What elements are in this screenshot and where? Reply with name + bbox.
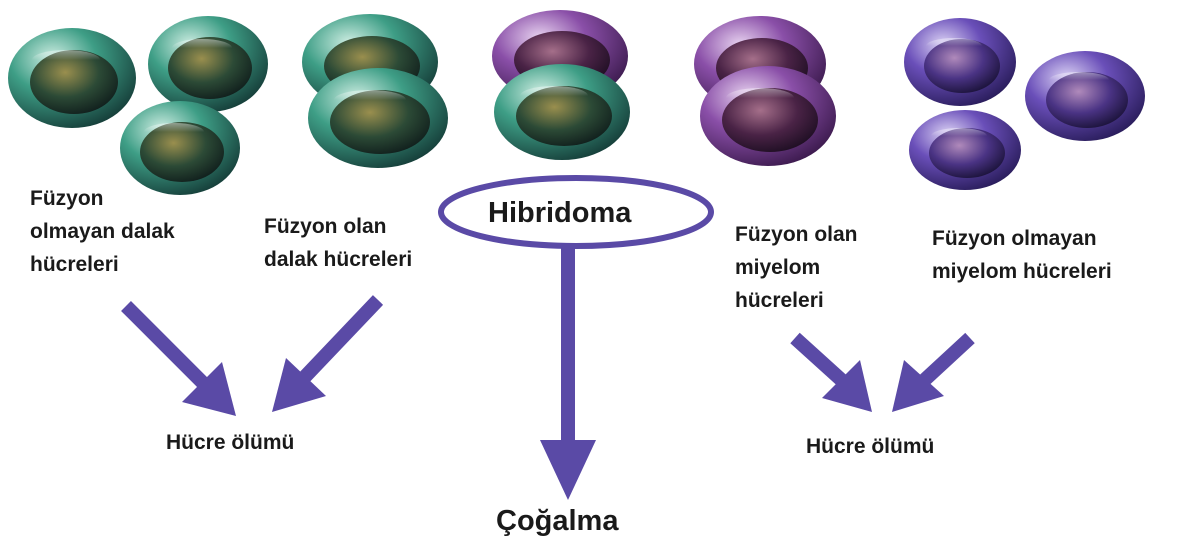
label-cell-death-right: Hücre ölümü (806, 430, 934, 463)
arrow-right-1 (795, 338, 872, 412)
arrow-left-1 (126, 306, 236, 416)
label-line: Füzyon (30, 182, 175, 215)
label-fused-spleen: Füzyon olan dalak hücreleri (264, 210, 412, 276)
label-line: olmayan dalak (30, 215, 175, 248)
unfused-myeloma-cells (904, 18, 1145, 190)
fused-myeloma-cells (694, 16, 836, 166)
arrow-center-down (540, 246, 596, 500)
label-fused-myeloma: Füzyon olan miyelom hücreleri (735, 218, 858, 317)
label-line: miyelom hücreleri (932, 255, 1112, 288)
spleen-cell-icon (308, 68, 448, 168)
label-cell-death-left: Hücre ölümü (166, 426, 294, 459)
myeloma-cell-icon (700, 66, 836, 166)
label-line: dalak hücreleri (264, 243, 412, 276)
label-proliferation: Çoğalma (496, 504, 618, 538)
label-line: Füzyon olan (735, 218, 858, 251)
arrow-right-2 (892, 338, 970, 412)
label-unfused-spleen: Füzyon olmayan dalak hücreleri (30, 182, 175, 281)
unfused-spleen-cells (8, 16, 268, 195)
spleen-cell-icon (494, 64, 630, 160)
arrow-left-2 (272, 300, 378, 412)
myeloma-cell-icon (909, 110, 1021, 190)
hybridoma-cell (492, 10, 630, 160)
fused-spleen-cells (302, 14, 448, 168)
myeloma-cell-icon (904, 18, 1016, 106)
spleen-cell-icon (8, 28, 136, 128)
label-line: Füzyon olan (264, 210, 412, 243)
label-line: miyelom (735, 251, 858, 284)
spleen-cell-icon (148, 16, 268, 112)
spleen-cell-icon (120, 101, 240, 195)
label-line: hücreleri (735, 284, 858, 317)
myeloma-cell-icon (1025, 51, 1145, 141)
label-line: Füzyon olmayan (932, 222, 1112, 255)
label-unfused-myeloma: Füzyon olmayan miyelom hücreleri (932, 222, 1112, 288)
label-line: hücreleri (30, 248, 175, 281)
label-hybridoma: Hibridoma (488, 196, 631, 230)
